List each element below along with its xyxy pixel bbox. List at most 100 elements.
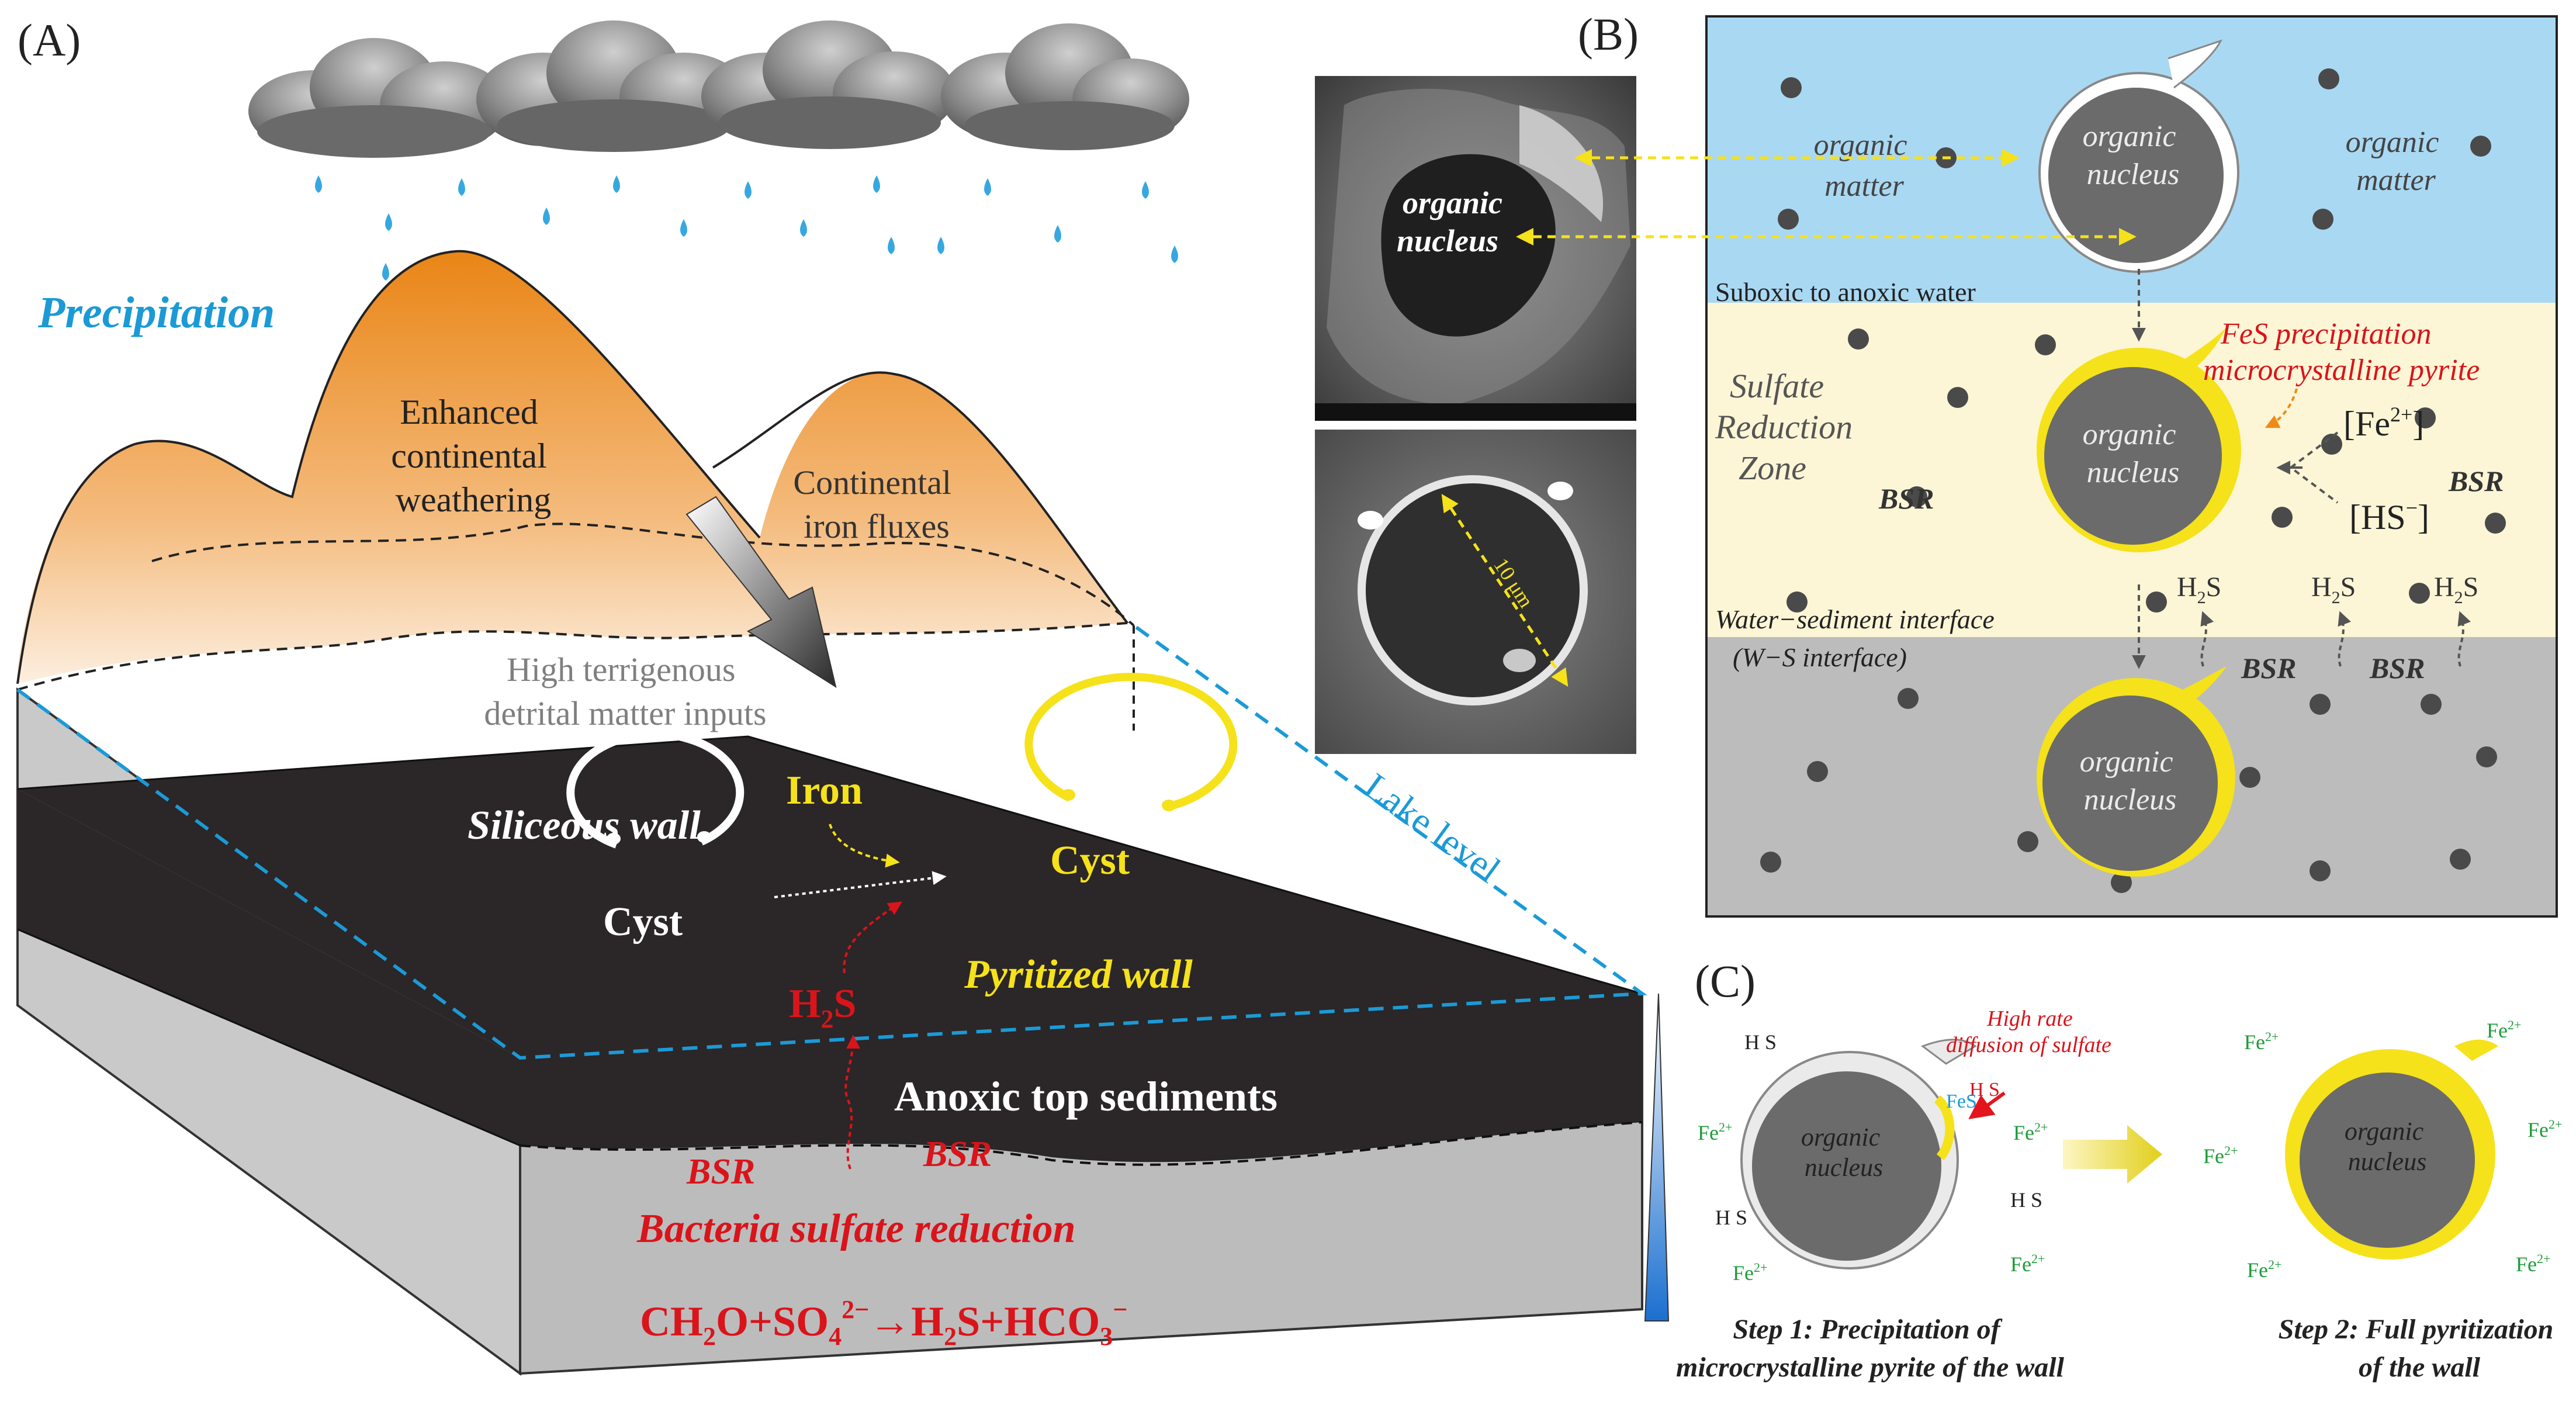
siliceous-wall-label: Siliceous wall <box>468 803 701 848</box>
iron-label: Iron <box>786 768 863 813</box>
high-rate-label-1: High rate <box>1986 1006 2073 1031</box>
panel-b-letter: (B) <box>1578 9 1639 60</box>
panel-b-frame <box>1705 15 2558 918</box>
fes-label-2: microcrystalline pyrite <box>2203 354 2480 387</box>
c2-fe-5: Fe2+ <box>2247 1257 2281 1282</box>
c-hs-2: H S <box>1715 1206 1747 1229</box>
lake-level-label: Lake level <box>1357 765 1508 891</box>
h2s-b-3: H2S <box>2434 572 2478 607</box>
anoxic-edge <box>17 928 521 1147</box>
step2-caption: Step 2: Full pyritization of the wall <box>2279 1314 2561 1383</box>
c-cyst-step2 <box>2285 1039 2498 1260</box>
cyst-right-label: Cyst <box>1050 838 1130 883</box>
h2s-b-2: H2S <box>2311 572 2356 607</box>
b-nucleus-3-label: organic nucleus <box>2080 745 2181 817</box>
cloud <box>701 20 955 149</box>
terrigenous-label: High terrigenous detrital matter inputs <box>484 651 766 732</box>
bsr-right-label: BSR <box>923 1134 992 1174</box>
cloud <box>248 38 508 158</box>
c-nucleus-2-label: organic nucleus <box>2345 1117 2430 1176</box>
sem-images: organic nucleus 10 μm <box>1315 76 1636 754</box>
equation-label: CH2O+SO42−→H2S+HCO3− <box>640 1295 1127 1351</box>
precipitation-label: Precipitation <box>37 288 275 337</box>
bacteria-label: Bacteria sulfate reduction <box>636 1206 1076 1251</box>
h2s-b-1: H2S <box>2177 572 2221 607</box>
bsr-arrow-up <box>844 1035 860 1170</box>
bsr-b-4: BSR <box>2369 652 2425 684</box>
c-nucleus-1-label: organic nucleus <box>1801 1123 1886 1182</box>
fe2-bracket: [Fe2+] <box>2343 403 2424 443</box>
particles <box>1760 68 2506 893</box>
c2-fe-3: Fe2+ <box>2203 1143 2238 1168</box>
b-cyst-2 <box>2037 327 2241 552</box>
terrigenous-arrow <box>685 496 837 689</box>
c2-fe-1: Fe2+ <box>2244 1029 2279 1054</box>
fes-arrow <box>2265 388 2298 428</box>
iron-fluxes-label: Continental iron fluxes <box>793 463 960 545</box>
anoxic-dashed-line <box>520 1121 1643 1166</box>
bsr-b-1: BSR <box>1878 482 1934 515</box>
c-hs-3: H S <box>2010 1188 2042 1212</box>
c-fe-4: Fe2+ <box>2010 1251 2045 1276</box>
c-h2s-1: H S <box>1969 1079 2000 1101</box>
lake-depth-wedge <box>1644 993 1670 1321</box>
sediment-top <box>18 736 1642 1058</box>
c-fe-3: Fe2+ <box>2013 1120 2048 1144</box>
bsr-b-3: BSR <box>2241 652 2297 684</box>
step1-caption: Step 1: Precipitation of microcrystallin… <box>1676 1314 2065 1383</box>
c2-fe-6: Fe2+ <box>2516 1251 2550 1276</box>
anoxic-layer <box>18 789 1642 1163</box>
panel-c-letter: (C) <box>1695 956 1756 1006</box>
sem-organic-label: organic <box>1403 185 1502 220</box>
h2s-label: H2S <box>789 981 856 1033</box>
c-fes-label: FeS <box>1946 1091 1977 1112</box>
lake-level-line <box>16 624 1647 1060</box>
weathering-label: Enhanced continental weathering <box>391 393 556 519</box>
interface-label-2: (W−S interface) <box>1733 642 1907 672</box>
c-fe-2: Fe2+ <box>1733 1260 1767 1285</box>
anoxic-label: Anoxic top sediments <box>894 1073 1277 1120</box>
c2-fe-2: Fe2+ <box>2487 1018 2521 1042</box>
cyst-left-label: Cyst <box>603 900 683 945</box>
cyst-pyritized <box>1024 673 1238 811</box>
c-fe-1: Fe2+ <box>1698 1120 1732 1144</box>
cyst-siliceous <box>566 730 745 849</box>
c-hs-1: H S <box>1744 1030 1777 1054</box>
high-rate-label-2: diffusion of sulfate <box>1946 1033 2111 1057</box>
sulfate-diffusion-arrow <box>1968 1091 2006 1119</box>
organic-matter-right: organic matter <box>2346 126 2447 197</box>
shore-zone <box>18 622 1134 783</box>
panel-c: (C) organic nucleus High rate diffusion … <box>1676 956 2562 1383</box>
c2-fe-4: Fe2+ <box>2527 1117 2562 1141</box>
b-cyst-1 <box>2038 39 2239 273</box>
clouds <box>248 20 1189 158</box>
step-transition-arrow <box>2063 1125 2162 1184</box>
suboxic-label: Suboxic to anoxic water <box>1715 277 1976 307</box>
fes-label-1: FeS precipitation <box>2220 317 2432 351</box>
c-cyst-step1 <box>1740 1039 1977 1269</box>
sulfate-zone-label: Sulfate Reduction Zone <box>1715 367 1861 487</box>
b-cyst-3 <box>2037 666 2235 877</box>
shore-dashed-line <box>17 621 1134 691</box>
raindrops <box>315 175 1178 281</box>
h2s-arrow-up <box>843 901 903 974</box>
b-nucleus-1-label: organic nucleus <box>2083 120 2184 191</box>
sem-nucleus-label: nucleus <box>1397 223 1498 258</box>
hs-bracket: [HS−] <box>2349 496 2429 537</box>
sediment-top-edge <box>17 735 1643 995</box>
bsr-b-2: BSR <box>2448 465 2504 497</box>
sem-cyst-wall <box>1358 475 1588 705</box>
interface-label-1: Water−sediment interface <box>1715 604 1995 634</box>
mountains <box>18 251 1134 736</box>
bsr-left-label: BSR <box>686 1152 755 1192</box>
sem-nucleus-hole <box>1381 154 1556 337</box>
mountain-outline <box>712 371 1135 632</box>
sem-scale-arrow <box>1441 493 1569 687</box>
anoxic-layer-side <box>18 789 520 1146</box>
mountain-outline <box>16 250 761 684</box>
iron-arrow <box>829 824 900 868</box>
panel-a-letter: (A) <box>18 15 81 65</box>
panel-a: (A) <box>16 15 1670 1376</box>
pyritized-wall-label: Pyritized wall <box>964 952 1193 997</box>
